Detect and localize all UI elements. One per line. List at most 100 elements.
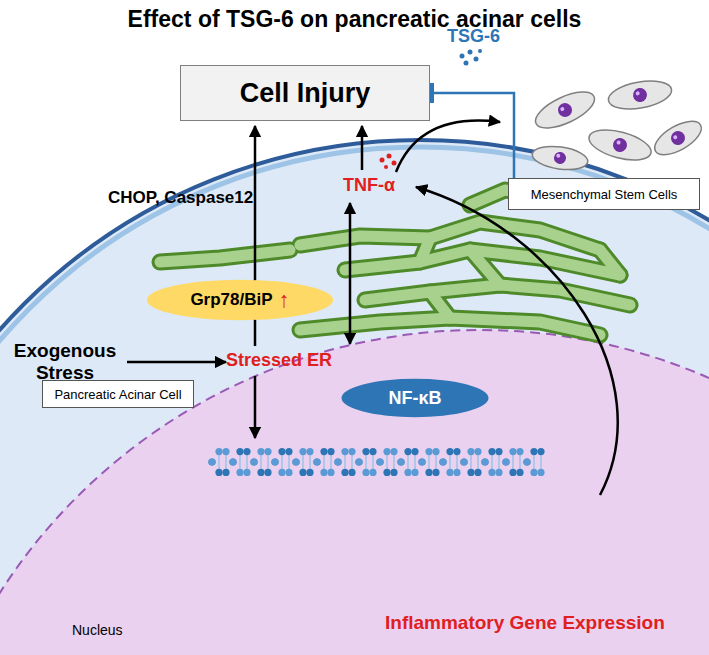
dna-bead: [404, 469, 411, 476]
dna-bead: [299, 469, 306, 476]
dna-bead: [397, 458, 404, 465]
dna-bead: [411, 469, 418, 476]
ellipse-fill: [147, 280, 333, 320]
dna-bead: [278, 469, 285, 476]
organelle-state-label: Stressed ER: [226, 350, 332, 371]
dna-bead: [320, 469, 327, 476]
dna-bead: [446, 469, 453, 476]
dna-bead: [488, 469, 495, 476]
dna-bead: [348, 469, 355, 476]
up-arrow-symbol: ↑: [279, 287, 290, 313]
node-label: Pancreatic Acinar Cell: [54, 387, 181, 402]
dna-bead: [243, 469, 250, 476]
dna-bead: [222, 469, 229, 476]
dna-bead: [355, 458, 362, 465]
dna-bead: [460, 458, 467, 465]
dna-bead: [313, 458, 320, 465]
dna-bead: [222, 448, 229, 455]
dna-bead: [369, 448, 376, 455]
dna-bead: [432, 469, 439, 476]
protein-ellipse: Grp78/BiP ↑: [145, 279, 335, 321]
dna-bead: [264, 469, 271, 476]
dna-bead: [411, 448, 418, 455]
dna-bead: [306, 469, 313, 476]
tsg6-dots: [460, 49, 483, 66]
dna-bead: [502, 458, 509, 465]
dna-bead: [278, 448, 285, 455]
pathway-note: CHOP, Caspase12: [108, 188, 253, 208]
dna-bead: [292, 458, 299, 465]
dna-bead: [425, 469, 432, 476]
dna-bead: [474, 469, 481, 476]
dna-bead: [362, 469, 369, 476]
dna-bead: [271, 458, 278, 465]
dna-bead: [530, 448, 537, 455]
dna-bead: [467, 448, 474, 455]
dna-bead: [509, 448, 516, 455]
dna-bead: [418, 458, 425, 465]
stimulus-label: Exogenous Stress: [6, 340, 124, 384]
dna-bead: [236, 469, 243, 476]
dna-bead: [390, 448, 397, 455]
cytokine-label: TNF-α: [343, 175, 395, 196]
dna-bead: [306, 448, 313, 455]
inhibition-connector: [432, 93, 514, 178]
dna-bead: [495, 448, 502, 455]
cell-type-box: Mesenchymal Stem Cells: [508, 178, 700, 210]
edge-label: TSG-6: [447, 26, 500, 47]
dna-bead: [474, 448, 481, 455]
dna-bead: [530, 469, 537, 476]
dna-bead: [502, 458, 509, 465]
dna-bead: [362, 448, 369, 455]
dna-bead: [432, 448, 439, 455]
dna-bead: [523, 458, 530, 465]
dna-bead: [229, 458, 236, 465]
dna-bead: [334, 458, 341, 465]
dna-bead: [369, 469, 376, 476]
dna-bead: [481, 458, 488, 465]
dna-bead: [271, 458, 278, 465]
dna-bead: [404, 448, 411, 455]
outcome-box: Cell Injury: [180, 65, 430, 121]
dna-bead: [334, 458, 341, 465]
dna-bead: [292, 458, 299, 465]
dna-bead: [376, 458, 383, 465]
dna-bead: [418, 458, 425, 465]
factor-ellipse: NF-κB: [340, 378, 490, 418]
compartment-label: Nucleus: [72, 622, 123, 638]
dna-bead: [509, 469, 516, 476]
dna-bead: [236, 448, 243, 455]
dna-bead: [467, 469, 474, 476]
node-label: NF-κB: [388, 388, 441, 409]
dna-bead: [243, 448, 250, 455]
dna-bead: [453, 448, 460, 455]
dna-bead: [250, 458, 257, 465]
cell-type-box: Pancreatic Acinar Cell: [42, 380, 193, 408]
process-label: Inflammatory Gene Expression: [385, 612, 665, 634]
dna-bead: [320, 448, 327, 455]
dna-bead: [390, 469, 397, 476]
dna-bead: [215, 469, 222, 476]
dna-bead: [327, 469, 334, 476]
dna-bead: [481, 458, 488, 465]
stem-cells: [531, 77, 707, 173]
dna-bead: [537, 448, 544, 455]
dna-bead: [516, 469, 523, 476]
dna-bead: [257, 469, 264, 476]
dna-bead: [215, 448, 222, 455]
dna-bead: [250, 458, 257, 465]
dna-bead: [341, 469, 348, 476]
dna-bead: [439, 458, 446, 465]
dna-bead: [446, 448, 453, 455]
dna-bead: [383, 448, 390, 455]
dna-bead: [537, 469, 544, 476]
dna-bead: [453, 469, 460, 476]
dna-bead: [495, 469, 502, 476]
dna-bead: [341, 448, 348, 455]
node-label: Cell Injury: [240, 78, 371, 109]
tnf-dots: [380, 154, 397, 170]
dna-bead: [383, 469, 390, 476]
dna-bead: [257, 448, 264, 455]
node-label: Grp78/BiP: [190, 290, 272, 310]
